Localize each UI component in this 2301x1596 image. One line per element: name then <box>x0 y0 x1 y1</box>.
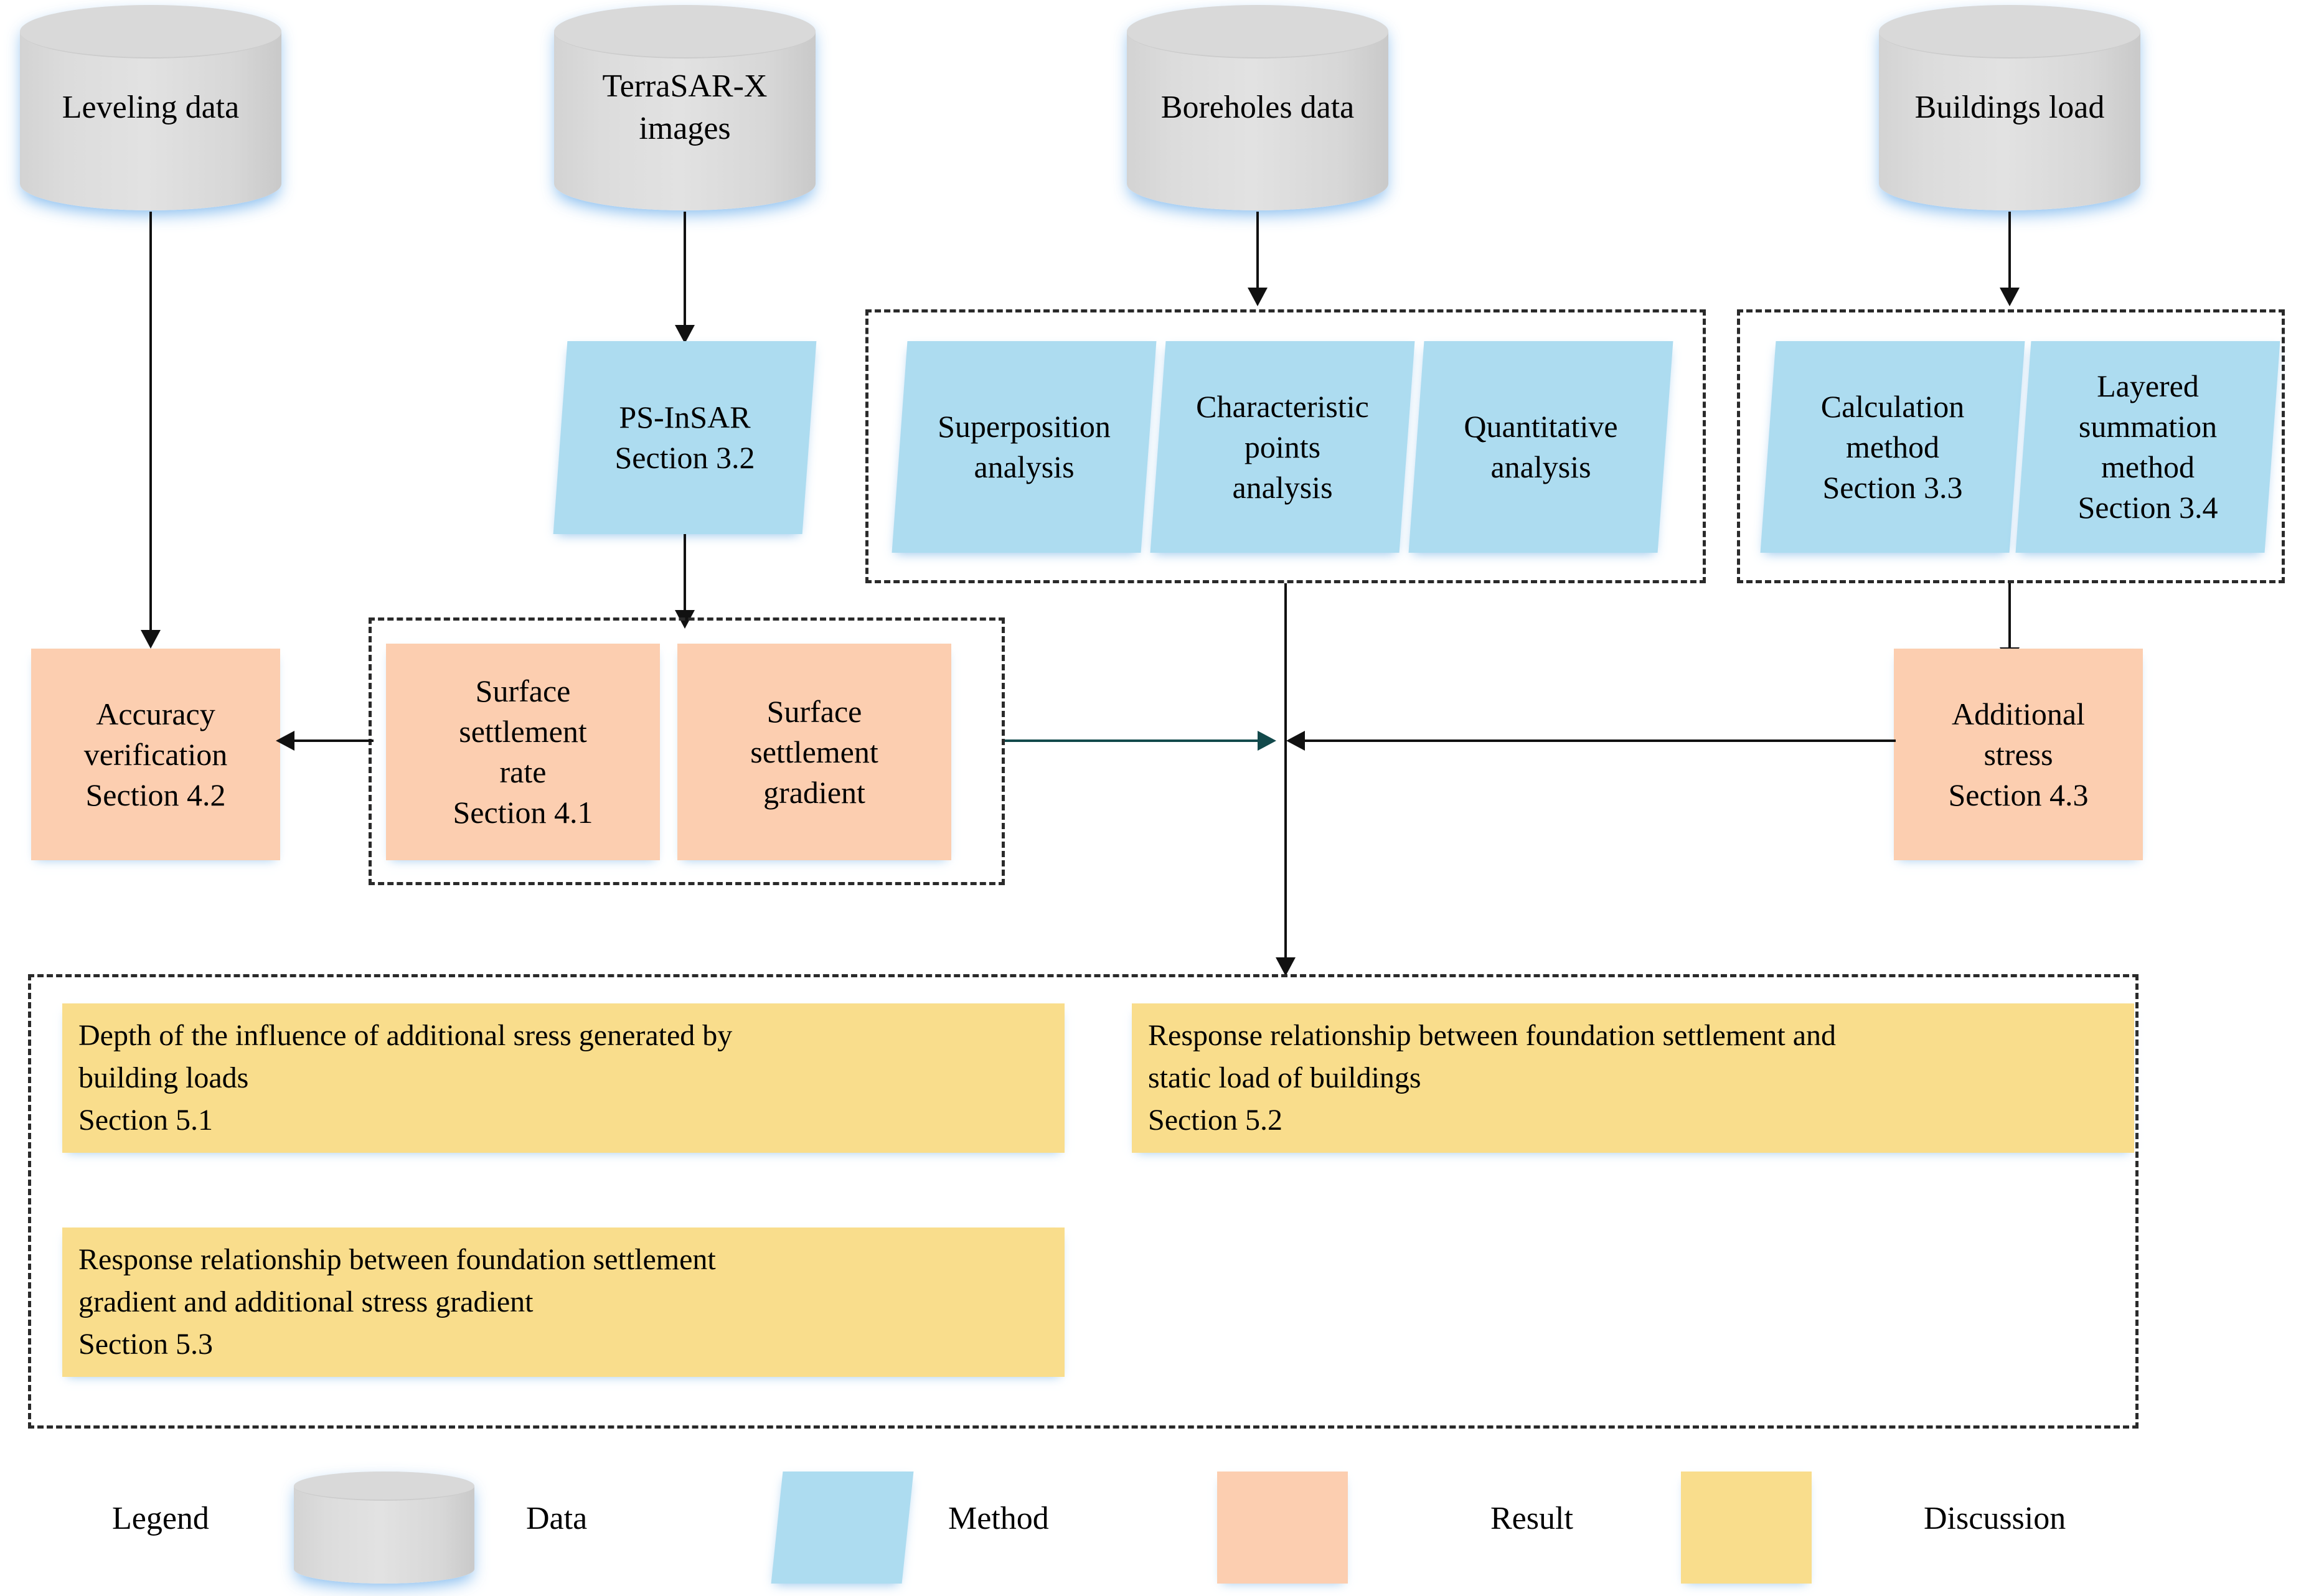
connector-additional-stress-to-junction <box>1301 739 1896 742</box>
legend-swatch-data <box>294 1472 474 1584</box>
arrowhead-leveling-to-accuracy <box>141 630 161 649</box>
cylinder-top <box>1127 5 1388 59</box>
method-node-calculation-method-label: Calculation method Section 3.3 <box>1820 388 1965 505</box>
method-node-superposition-analysis[interactable]: Superposition analysis <box>892 341 1157 553</box>
connector-load-methods-to-additional-stress <box>2008 583 2011 652</box>
method-node-layered-summation-method[interactable]: Layered summation method Section 3.4 <box>2015 341 2280 553</box>
arrowhead-terrasar-to-psinsar <box>675 325 695 344</box>
arrowhead-buildings-to-methods <box>2000 288 2020 306</box>
method-node-quantitative-analysis[interactable]: Quantitative analysis <box>1408 341 1673 553</box>
legend-label-result: Result <box>1490 1501 1573 1536</box>
discussion-node-section-5-2[interactable]: Response relationship between foundation… <box>1132 1003 2134 1153</box>
data-node-buildings-load[interactable]: Buildings load <box>1879 5 2140 210</box>
parallelogram-shape <box>771 1472 914 1584</box>
legend-label-data: Data <box>526 1501 588 1536</box>
legend-swatch-method <box>771 1472 914 1584</box>
data-node-buildings-load-label: Buildings load <box>1914 90 2105 126</box>
arrowhead-junction-to-discussion <box>1276 957 1296 976</box>
connector-leveling-to-accuracy <box>149 212 152 635</box>
legend-title: Legend <box>112 1501 209 1536</box>
legend-label-method: Method <box>948 1501 1049 1536</box>
cylinder-top <box>1879 5 2140 59</box>
data-node-boreholes[interactable]: Boreholes data <box>1127 5 1388 210</box>
result-node-additional-stress[interactable]: Additional stress Section 4.3 <box>1894 649 2143 860</box>
method-node-superposition-analysis-label: Superposition analysis <box>938 409 1111 484</box>
connector-boreholes-to-methods <box>1256 212 1259 293</box>
cylinder-top <box>20 5 281 59</box>
legend-swatch-result <box>1217 1472 1348 1584</box>
discussion-node-section-5-3[interactable]: Response relationship between foundation… <box>62 1228 1065 1377</box>
connector-psinsar-to-settlement <box>684 534 686 615</box>
arrowhead-settlement-to-junction <box>1258 731 1276 751</box>
method-node-psinsar[interactable]: PS-InSAR Section 3.2 <box>553 341 817 534</box>
method-node-psinsar-label: PS-InSAR Section 3.2 <box>614 400 755 475</box>
method-node-calculation-method[interactable]: Calculation method Section 3.3 <box>1760 341 2025 553</box>
method-node-characteristic-points-analysis[interactable]: Characteristic points analysis <box>1150 341 1415 553</box>
method-node-quantitative-analysis-label: Quantitative analysis <box>1464 409 1618 484</box>
data-node-terrasar-label: TerraSAR-X images <box>602 68 768 146</box>
connector-settlement-to-accuracy <box>293 739 374 742</box>
legend-swatch-discussion <box>1681 1472 1812 1584</box>
method-node-layered-summation-method-label: Layered summation method Section 3.4 <box>2077 368 2218 525</box>
method-group-buildings-load <box>1737 309 2285 583</box>
arrowhead-boreholes-to-methods <box>1248 288 1268 306</box>
method-node-characteristic-points-analysis-label: Characteristic points analysis <box>1196 388 1369 505</box>
discussion-group <box>28 974 2139 1429</box>
result-group-surface-settlement <box>369 617 1005 885</box>
data-node-leveling[interactable]: Leveling data <box>20 5 281 210</box>
data-node-boreholes-label: Boreholes data <box>1160 90 1355 126</box>
result-node-surface-settlement-gradient[interactable]: Surface settlement gradient <box>677 644 951 860</box>
connector-boreholes-methods-to-junction <box>1284 583 1287 975</box>
result-node-surface-settlement-rate[interactable]: Surface settlement rate Section 4.1 <box>386 644 660 860</box>
discussion-node-section-5-1[interactable]: Depth of the influence of additional sre… <box>62 1003 1065 1153</box>
method-group-boreholes <box>865 309 1706 583</box>
cylinder-top <box>294 1472 474 1501</box>
data-node-leveling-label: Leveling data <box>62 90 240 126</box>
data-node-terrasar[interactable]: TerraSAR-X images <box>554 5 816 210</box>
connector-terrasar-to-psinsar <box>684 212 686 330</box>
cylinder-top <box>554 5 816 59</box>
arrowhead-settlement-to-accuracy <box>276 731 294 751</box>
result-node-accuracy-verification[interactable]: Accuracy verification Section 4.2 <box>31 649 280 860</box>
connector-settlement-to-junction <box>1005 739 1266 742</box>
legend-label-discussion: Discussion <box>1924 1501 2066 1536</box>
connector-buildings-to-methods <box>2008 212 2011 293</box>
arrowhead-additional-stress-to-junction <box>1286 731 1305 751</box>
